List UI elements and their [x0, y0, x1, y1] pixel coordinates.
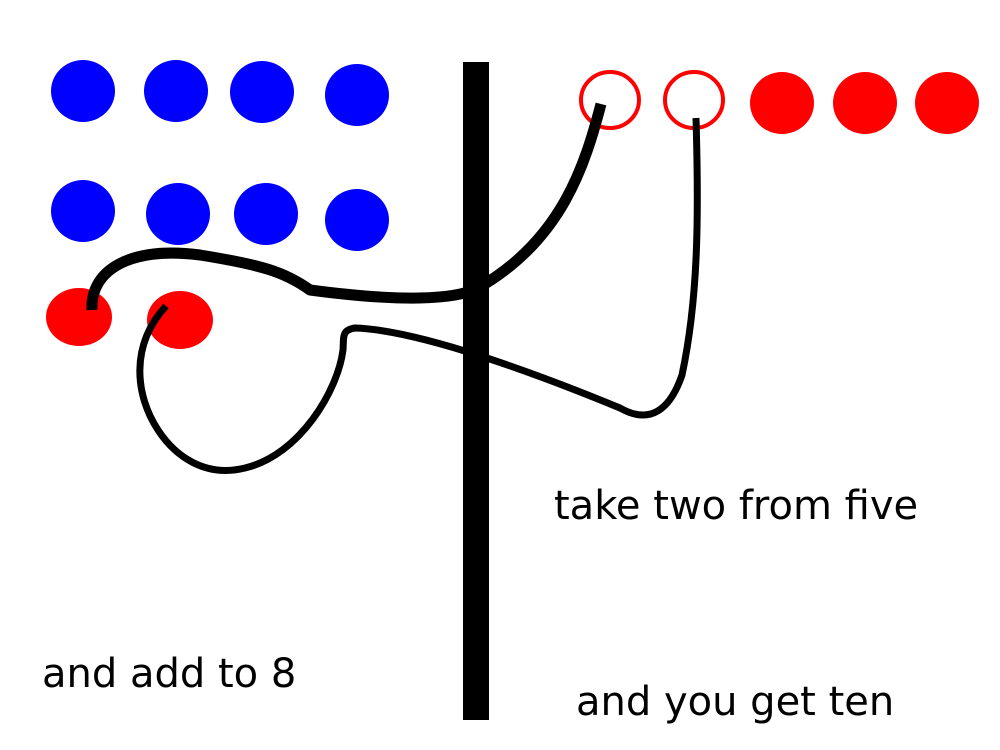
blue-counter	[230, 61, 294, 123]
caption-add-to: and add to 8	[42, 651, 297, 697]
red-counter	[915, 72, 979, 134]
red-counter	[46, 288, 112, 346]
blue-counter	[325, 64, 389, 126]
connector-line-loop	[136, 117, 701, 474]
left-red-counter-group	[46, 288, 213, 349]
blue-counter	[325, 189, 389, 251]
hollow-red-counter	[579, 70, 641, 130]
blue-counter-group	[51, 60, 389, 251]
right-red-counter-group	[750, 72, 979, 134]
blue-counter	[146, 183, 210, 245]
red-counter	[750, 72, 814, 134]
blue-counter	[51, 60, 115, 122]
red-counter	[833, 72, 897, 134]
connector-lines	[86, 102, 701, 474]
vertical-divider	[463, 62, 489, 720]
blue-counter	[51, 180, 115, 242]
caption-take-two: take two from five	[554, 483, 919, 529]
blue-counter	[234, 183, 298, 245]
connector-line-thick	[86, 102, 607, 311]
caption-get-ten: and you get ten	[576, 679, 895, 725]
blue-counter	[144, 60, 208, 122]
